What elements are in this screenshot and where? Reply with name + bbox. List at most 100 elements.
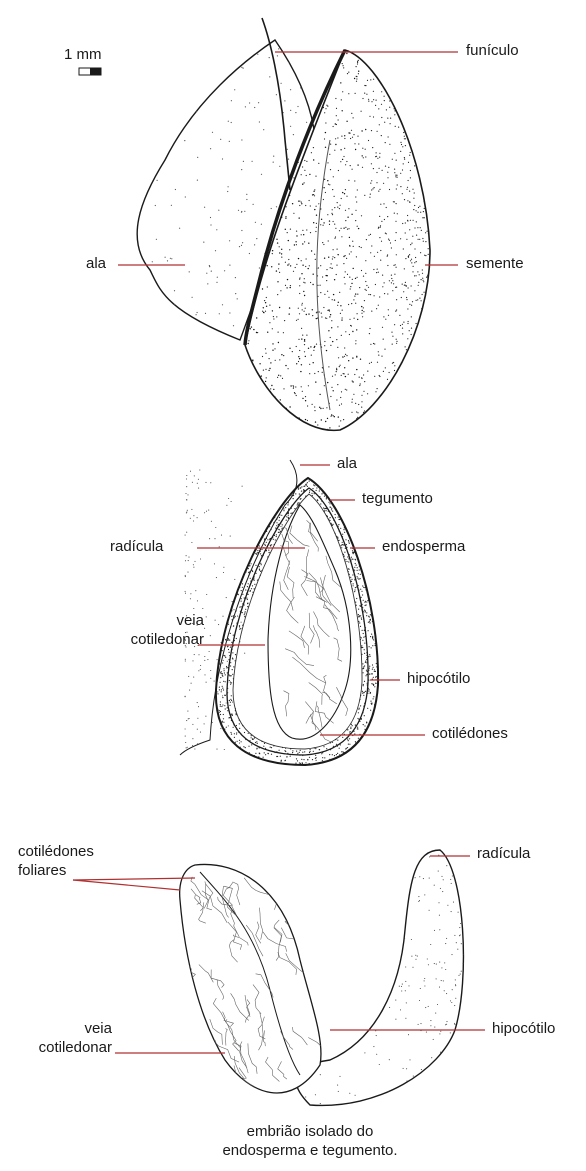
stipple-dot bbox=[434, 381, 435, 382]
stipple-dot bbox=[395, 938, 396, 939]
stipple-dot bbox=[217, 659, 218, 660]
stipple-dot bbox=[371, 673, 372, 674]
stipple-dot bbox=[252, 570, 253, 571]
stipple-dot bbox=[409, 90, 410, 91]
stipple-dot bbox=[370, 344, 371, 345]
stipple-dot bbox=[276, 316, 277, 317]
stipple-dot bbox=[223, 572, 224, 573]
stipple-dot bbox=[421, 382, 422, 383]
stipple-dot bbox=[316, 487, 317, 488]
stipple-dot bbox=[368, 235, 369, 236]
stipple-dot bbox=[327, 418, 328, 419]
stipple-dot bbox=[193, 515, 194, 516]
stipple-dot bbox=[356, 605, 357, 606]
hypocotyl-outline bbox=[296, 850, 463, 1105]
stipple-dot bbox=[434, 59, 435, 60]
stipple-dot bbox=[234, 89, 235, 90]
stipple-dot bbox=[338, 524, 339, 525]
stipple-dot bbox=[252, 370, 253, 371]
stipple-dot bbox=[279, 252, 280, 253]
stipple-dot bbox=[348, 72, 349, 73]
stipple-dot bbox=[299, 890, 300, 891]
stipple-dot bbox=[378, 191, 379, 192]
stipple-dot bbox=[339, 292, 340, 293]
stipple-dot bbox=[143, 296, 144, 297]
stipple-dot bbox=[298, 258, 299, 259]
stipple-dot bbox=[388, 136, 389, 137]
stipple-dot bbox=[305, 61, 306, 62]
stipple-dot bbox=[299, 350, 300, 351]
stipple-dot bbox=[405, 981, 406, 982]
stipple-dot bbox=[400, 106, 401, 107]
stipple-dot bbox=[333, 759, 334, 760]
stipple-dot bbox=[379, 153, 380, 154]
stipple-dot bbox=[384, 293, 385, 294]
stipple-dot bbox=[454, 1057, 455, 1058]
stipple-dot bbox=[349, 738, 350, 739]
stipple-dot bbox=[299, 205, 300, 206]
stipple-dot bbox=[212, 722, 213, 723]
stipple-dot bbox=[329, 184, 330, 185]
stipple-dot bbox=[342, 357, 343, 358]
stipple-dot bbox=[413, 198, 414, 199]
stipple-dot bbox=[216, 282, 217, 283]
stipple-dot bbox=[358, 71, 359, 72]
stipple-dot bbox=[241, 606, 242, 607]
stipple-dot bbox=[409, 155, 410, 156]
stipple-dot bbox=[188, 676, 189, 677]
stipple-dot bbox=[244, 597, 245, 598]
stipple-dot bbox=[306, 484, 307, 485]
stipple-dot bbox=[269, 322, 270, 323]
stipple-dot bbox=[229, 265, 230, 266]
stipple-dot bbox=[248, 340, 249, 341]
stipple-dot bbox=[468, 908, 469, 909]
stipple-dot bbox=[337, 207, 338, 208]
stipple-dot bbox=[193, 564, 194, 565]
stipple-dot bbox=[216, 577, 217, 578]
stipple-dot bbox=[454, 1023, 455, 1024]
stipple-dot bbox=[467, 902, 468, 903]
stipple-dot bbox=[309, 265, 310, 266]
stipple-dot bbox=[418, 395, 419, 396]
stipple-dot bbox=[432, 399, 433, 400]
stipple-dot bbox=[361, 619, 362, 620]
stipple-dot bbox=[432, 271, 433, 272]
stipple-dot bbox=[386, 916, 387, 917]
stipple-dot bbox=[345, 331, 346, 332]
stipple-dot bbox=[379, 237, 380, 238]
stipple-dot bbox=[358, 60, 359, 61]
stipple-dot bbox=[304, 241, 305, 242]
stipple-dot bbox=[334, 150, 335, 151]
stipple-dot bbox=[371, 53, 372, 54]
stipple-dot bbox=[464, 1027, 465, 1028]
stipple-dot bbox=[388, 167, 389, 168]
stipple-dot bbox=[339, 515, 340, 516]
stipple-dot bbox=[335, 98, 336, 99]
stipple-dot bbox=[365, 675, 366, 676]
stipple-dot bbox=[459, 927, 460, 928]
stipple-dot bbox=[210, 217, 211, 218]
stipple-dot bbox=[319, 490, 320, 491]
stipple-dot bbox=[255, 753, 256, 754]
stipple-dot bbox=[338, 119, 339, 120]
stipple-dot bbox=[434, 216, 435, 217]
stipple-dot bbox=[445, 969, 446, 970]
stipple-dot bbox=[192, 660, 193, 661]
stipple-dot bbox=[374, 686, 375, 687]
stipple-dot bbox=[302, 303, 303, 304]
stipple-dot bbox=[274, 752, 275, 753]
stipple-dot bbox=[436, 964, 437, 965]
stipple-dot bbox=[316, 60, 317, 61]
stipple-dot bbox=[341, 403, 342, 404]
stipple-dot bbox=[427, 276, 428, 277]
stipple-dot bbox=[425, 241, 426, 242]
stipple-dot bbox=[352, 552, 353, 553]
stipple-dot bbox=[432, 278, 433, 279]
stipple-dot bbox=[193, 567, 194, 568]
stipple-dot bbox=[243, 746, 244, 747]
stipple-dot bbox=[371, 634, 372, 635]
stipple-dot bbox=[349, 732, 350, 733]
stipple-dot bbox=[278, 510, 279, 511]
stipple-dot bbox=[341, 319, 342, 320]
stipple-dot bbox=[334, 299, 335, 300]
